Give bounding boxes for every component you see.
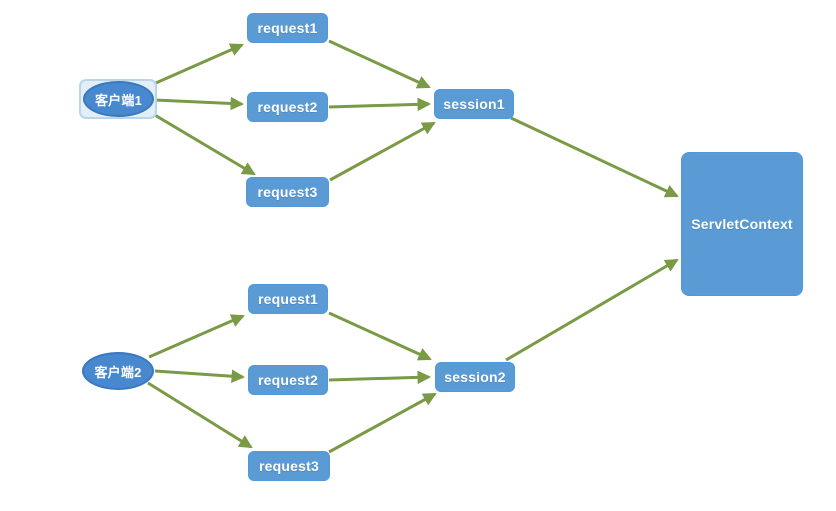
session1-label: session1	[443, 96, 505, 112]
client1-label: 客户端1	[94, 92, 143, 108]
connector-client1-request3[interactable]	[147, 109, 256, 176]
connector-client2-request2[interactable]	[154, 369, 246, 383]
request3-bottom-label: request3	[259, 458, 319, 474]
session1-node[interactable]: session1	[434, 89, 514, 119]
request2-bottom-label: request2	[258, 372, 318, 388]
request2-bottom-node[interactable]: request2	[248, 365, 328, 395]
connector-client2-request3[interactable]	[147, 381, 253, 449]
request1-bottom-node[interactable]: request1	[248, 284, 328, 314]
request3-top-node[interactable]: request3	[246, 177, 329, 207]
request2-top-node[interactable]: request2	[247, 92, 328, 122]
connector-request2-session2[interactable]	[328, 370, 432, 385]
request1-top-label: request1	[257, 20, 318, 36]
servletcontext-label: ServletContext	[691, 216, 793, 232]
connector-session1-servletcontext[interactable]	[510, 116, 679, 198]
connector-request3-session1[interactable]	[329, 121, 436, 182]
connector-request2-session1[interactable]	[328, 97, 432, 112]
connector-client1-request2[interactable]	[154, 96, 245, 111]
client1-node[interactable]: 客户端1	[83, 81, 154, 117]
request3-top-label: request3	[257, 184, 318, 200]
session2-node[interactable]: session2	[435, 362, 515, 392]
client2-label: 客户端2	[94, 364, 142, 380]
connector-request1-session2[interactable]	[328, 311, 432, 361]
request1-bottom-label: request1	[258, 291, 318, 307]
connector-client2-request1[interactable]	[148, 314, 245, 359]
session2-label: session2	[444, 369, 506, 385]
connector-request1-session1[interactable]	[328, 39, 431, 89]
connector-session2-servletcontext[interactable]	[505, 258, 679, 362]
request1-top-node[interactable]: request1	[247, 13, 328, 43]
servletcontext-node[interactable]: ServletContext	[681, 152, 803, 296]
request3-bottom-node[interactable]: request3	[248, 451, 330, 481]
connector-client1-request1[interactable]	[148, 43, 244, 88]
request2-top-label: request2	[257, 99, 318, 115]
client2-node[interactable]: 客户端2	[82, 352, 154, 390]
connector-request3-session2[interactable]	[328, 392, 437, 454]
